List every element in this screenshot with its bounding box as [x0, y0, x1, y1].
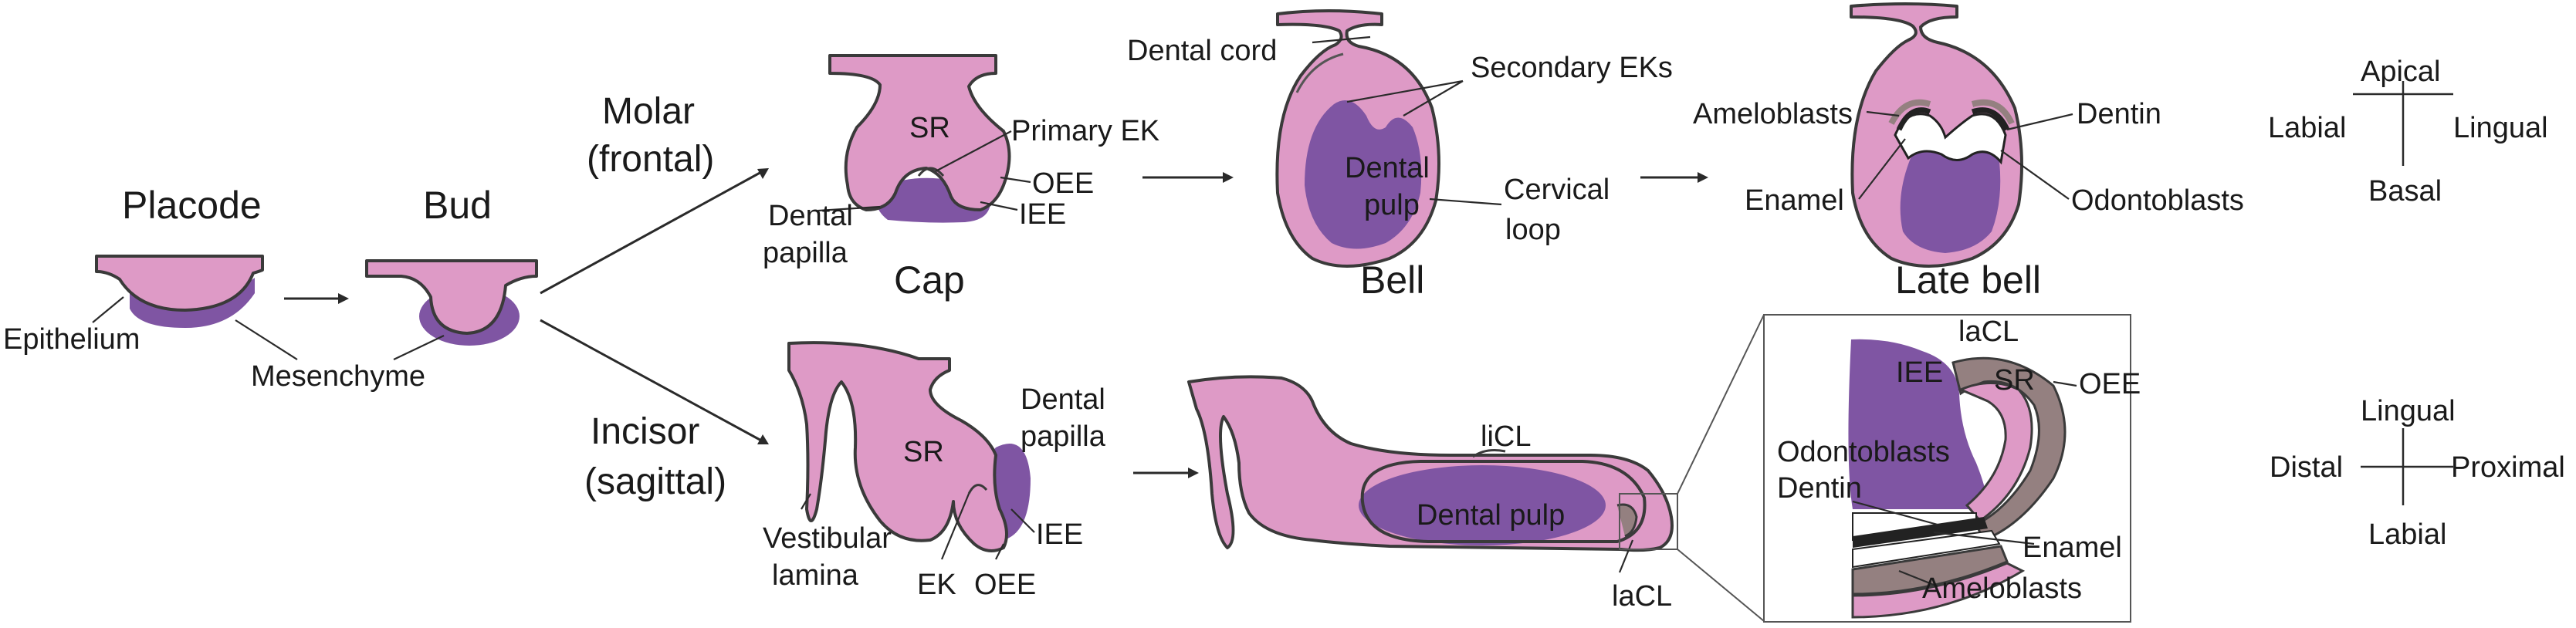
- label-inc-oee: OEE: [974, 569, 1036, 601]
- inc-oee-leader: [995, 543, 1004, 560]
- label-inc-dental-pulp: Dental pulp: [1417, 499, 1565, 532]
- enamel-leader: [1858, 138, 1906, 200]
- zoom-connector-top: [1677, 314, 1765, 495]
- label-bell-pulp-2: pulp: [1364, 189, 1420, 221]
- epithelium-leader: [92, 296, 124, 323]
- inset-label-oee: OEE: [2079, 368, 2141, 400]
- title-late-bell: Late bell: [1895, 258, 2041, 302]
- label-cervical-loop-2: loop: [1505, 214, 1561, 246]
- label-cap-papilla-1: Dental: [768, 200, 853, 232]
- label-epithelium: Epithelium: [3, 323, 140, 356]
- bell-shape: [1275, 9, 1440, 268]
- label-secondary-eks: Secondary EKs: [1471, 52, 1673, 84]
- title-placode: Placode: [122, 184, 262, 227]
- branch-incisor-line2: (sagittal): [584, 461, 726, 502]
- dental-cord-leader: [1312, 35, 1371, 44]
- secondary-ek-leader-2: [1403, 80, 1464, 116]
- label-vestibular-2: lamina: [772, 559, 859, 592]
- dentin-leader: [2006, 113, 2073, 131]
- orient-incisor-left: Distal: [2270, 451, 2343, 484]
- orientation-incisor: [2361, 428, 2453, 505]
- ameloblasts-leader: [1866, 110, 1900, 117]
- late-bell-shape: [1850, 2, 2023, 268]
- title-cap: Cap: [894, 258, 965, 302]
- vestibular-leader: [801, 493, 811, 510]
- secondary-ek-leader-1: [1346, 79, 1464, 103]
- branch-incisor-line1: Incisor: [591, 411, 699, 452]
- cap-papilla-leader: [817, 205, 881, 212]
- orient-incisor-bottom: Labial: [2368, 518, 2446, 551]
- label-ameloblasts: Ameloblasts: [1693, 98, 1853, 130]
- label-ek: EK: [917, 569, 956, 601]
- orient-incisor-top: Lingual: [2361, 395, 2456, 427]
- incisor-label-sr: SR: [903, 436, 944, 468]
- inset-label-odontoblasts: Odontoblasts: [1777, 436, 1950, 468]
- inset-oee-leader: [2053, 380, 2077, 387]
- label-cervical-loop-1: Cervical: [1504, 174, 1610, 206]
- oee-leader: [1000, 176, 1031, 184]
- bud-shape: [365, 259, 538, 346]
- iee-leader: [980, 201, 1018, 211]
- inset-dentin-leader: [1852, 500, 1938, 526]
- cervical-loop-leader: [1429, 198, 1502, 206]
- cap-shape: [828, 54, 1011, 223]
- label-iee: IEE: [1019, 198, 1066, 231]
- inset-ameloblasts-leader: [1898, 569, 1938, 588]
- inset-panel: [1763, 314, 2131, 623]
- arrow-to-incisor: [540, 319, 769, 444]
- branch-molar-line2: (frontal): [587, 139, 714, 180]
- title-bud: Bud: [423, 184, 492, 227]
- lacl-leader: [1618, 539, 1634, 573]
- label-inc-papilla-1: Dental: [1021, 383, 1105, 416]
- cap-label-sr: SR: [909, 112, 950, 144]
- label-inc-iee: IEE: [1036, 518, 1083, 551]
- label-enamel: Enamel: [1745, 184, 1844, 217]
- arrow-placode-bud: [284, 293, 349, 304]
- inset-label-iee: IEE: [1896, 356, 1943, 389]
- label-inc-papilla-2: papilla: [1021, 420, 1106, 453]
- ek-leader: [940, 493, 970, 560]
- inset-label-enamel: Enamel: [2023, 532, 2122, 564]
- orient-molar-left: Labial: [2268, 112, 2346, 144]
- orient-incisor-right: Proximal: [2451, 451, 2565, 484]
- orient-molar-top: Apical: [2361, 56, 2441, 88]
- branch-molar-line1: Molar: [602, 91, 695, 132]
- label-oee: OEE: [1032, 167, 1094, 200]
- label-licl: liCL: [1481, 420, 1531, 453]
- label-cap-papilla-2: papilla: [763, 237, 848, 269]
- placode-shape: [95, 255, 264, 328]
- zoom-box: [1619, 493, 1678, 550]
- odontoblasts-leader: [2000, 150, 2070, 200]
- inset-label-dentin: Dentin: [1777, 472, 1862, 505]
- mesenchyme-leader-placode: [235, 319, 298, 360]
- incisor-bell-shape: [1187, 375, 1674, 552]
- arrow-to-molar: [540, 168, 769, 295]
- inc-iee-leader: [1010, 508, 1035, 533]
- arrow-bell-latebell: [1640, 172, 1708, 183]
- inset-label-sr: SR: [1994, 364, 2035, 397]
- inset-enamel-leader: [1933, 531, 2035, 545]
- orient-molar-right: Lingual: [2453, 112, 2548, 144]
- zoom-connector-bottom: [1677, 549, 1765, 622]
- orient-molar-bottom: Basal: [2368, 175, 2442, 208]
- label-dental-cord: Dental cord: [1127, 35, 1277, 67]
- label-primary-ek: Primary EK: [1011, 115, 1159, 147]
- orientation-molar: [2353, 81, 2453, 166]
- label-dentin: Dentin: [2077, 98, 2161, 130]
- label-odontoblasts: Odontoblasts: [2071, 184, 2244, 217]
- label-bell-pulp-1: Dental: [1345, 152, 1430, 184]
- mesenchyme-leader-bud: [393, 335, 445, 360]
- inset-label-ameloblasts: Ameloblasts: [1922, 572, 2082, 605]
- label-lacl: laCL: [1612, 580, 1672, 613]
- arrow-cap-bell: [1142, 172, 1234, 183]
- label-vestibular-1: Vestibular: [763, 522, 892, 555]
- primary-ek-leader: [935, 130, 1012, 172]
- arrow-incisor: [1133, 468, 1199, 478]
- title-bell: Bell: [1360, 258, 1424, 302]
- label-mesenchyme: Mesenchyme: [251, 360, 425, 393]
- inset-label-lacl: laCL: [1958, 316, 2019, 348]
